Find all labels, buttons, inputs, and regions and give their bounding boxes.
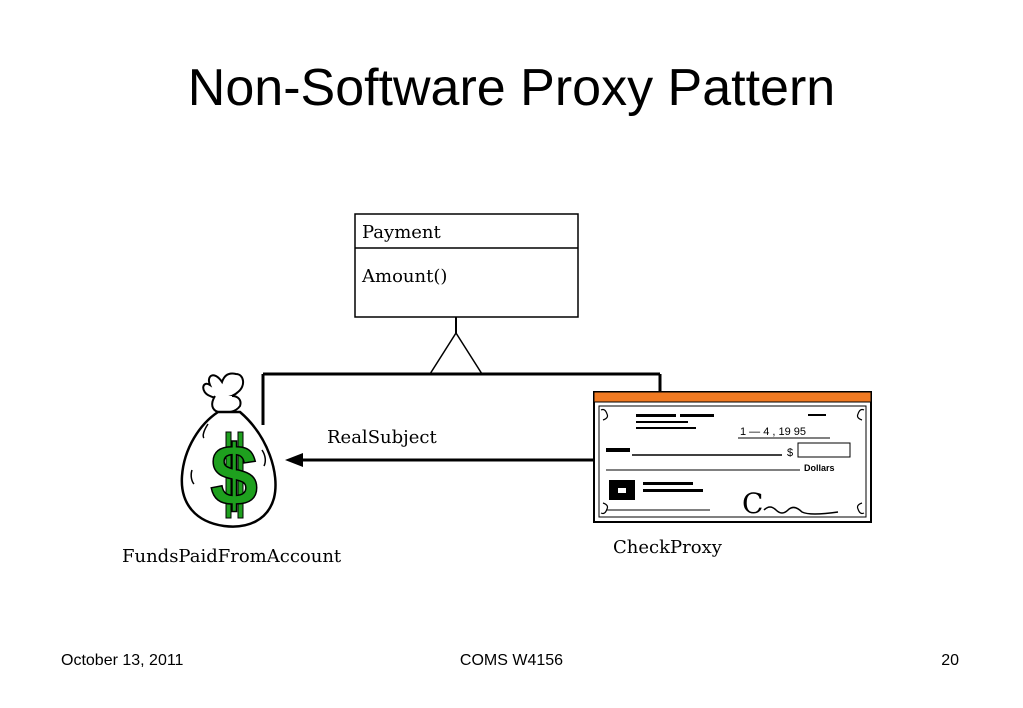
slide-title: Non-Software Proxy Pattern bbox=[187, 59, 836, 117]
inheritance-connector bbox=[261, 317, 662, 425]
money-bag-dollar-sign: $ bbox=[210, 428, 258, 524]
check-dollar-sign: $ bbox=[787, 447, 793, 459]
real-subject-label: RealSubject bbox=[327, 427, 437, 448]
payment-class-box: Payment Amount() bbox=[354, 213, 579, 318]
footer-page-number: 20 bbox=[941, 652, 959, 669]
money-bag-icon: $ bbox=[180, 372, 277, 528]
check-proxy-label: CheckProxy bbox=[613, 537, 723, 558]
check-date: 1 — 4 , 19 95 bbox=[740, 426, 806, 438]
real-subject-arrow: RealSubject bbox=[285, 427, 594, 467]
payment-class-name: Payment bbox=[362, 222, 442, 243]
footer-course: COMS W4156 bbox=[459, 652, 564, 669]
check-dollars-word: Dollars bbox=[804, 463, 835, 473]
check-signature: C bbox=[742, 487, 763, 520]
check-icon: 1 — 4 , 19 95 $ Dollars C bbox=[593, 391, 872, 523]
funds-label: FundsPaidFromAccount bbox=[122, 546, 342, 567]
payment-class-operation: Amount() bbox=[361, 266, 447, 287]
footer-date: October 13, 2011 bbox=[61, 652, 184, 669]
